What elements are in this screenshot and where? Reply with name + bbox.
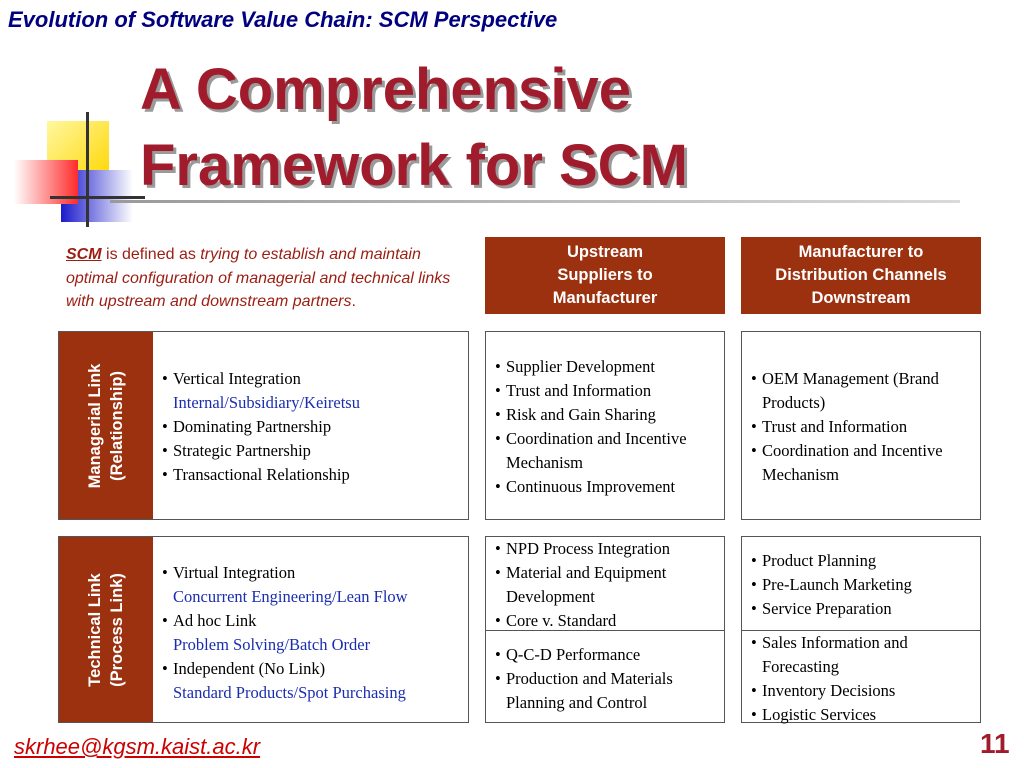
managerial-upstream-list: Supplier Development Trust and Informati… bbox=[495, 355, 720, 499]
list-item: Coordination and Incentive Mechanism bbox=[751, 439, 956, 487]
list-item: Q-C-D Performance bbox=[495, 643, 720, 667]
list-item: Material and Equipment Development bbox=[495, 561, 720, 609]
title-underline bbox=[110, 200, 960, 203]
page-number: 11 bbox=[980, 728, 1010, 759]
technical-upstream-bottom-list: Q-C-D Performance Production and Materia… bbox=[495, 643, 720, 715]
slide-title-line2: Framework for SCM bbox=[140, 133, 688, 198]
list-item-text: Strategic Partnership bbox=[173, 441, 311, 460]
technical-downstream-top-list: Product Planning Pre-Launch Marketing Se… bbox=[751, 549, 976, 621]
list-item: Coordination and Incentive Mechanism bbox=[495, 427, 720, 475]
list-item-sub: Internal/Subsidiary/Keiretsu bbox=[173, 393, 360, 412]
definition-end: . bbox=[351, 293, 356, 310]
list-item-text: Vertical Integration bbox=[173, 369, 301, 388]
row-label-technical: Technical Link(Process Link) bbox=[59, 537, 153, 722]
list-item: Pre-Launch Marketing bbox=[751, 573, 976, 597]
list-item: Supplier Development bbox=[495, 355, 720, 379]
slide-title-line1: A Comprehensive bbox=[140, 57, 631, 122]
list-item-text: Transactional Relationship bbox=[173, 465, 350, 484]
row-label-managerial-line1: Managerial Link bbox=[86, 363, 104, 488]
list-item: Strategic Partnership bbox=[162, 439, 462, 463]
column-header-upstream: Upstream Suppliers to Manufacturer bbox=[485, 237, 725, 314]
technical-upstream-top-list: NPD Process Integration Material and Equ… bbox=[495, 537, 720, 633]
list-item-text: Ad hoc Link bbox=[173, 611, 257, 630]
column-header-downstream-text: Manufacturer to Distribution Channels Do… bbox=[775, 243, 947, 307]
list-item: Product Planning bbox=[751, 549, 976, 573]
list-item: Trust and Information bbox=[751, 415, 956, 439]
list-item: OEM Management (Brand Products) bbox=[751, 367, 956, 415]
decor-vertical-line bbox=[86, 112, 89, 227]
list-item: Independent (No Link) Standard Products/S… bbox=[162, 657, 467, 705]
list-item-sub: Standard Products/Spot Purchasing bbox=[173, 683, 406, 702]
list-item-text: Dominating Partnership bbox=[173, 417, 332, 436]
list-item-sub: Problem Solving/Batch Order bbox=[173, 635, 371, 654]
list-item: Continuous Improvement bbox=[495, 475, 720, 499]
list-item: Sales Information and Forecasting bbox=[751, 631, 976, 679]
managerial-types-list: Vertical IntegrationInternal/Subsidiary/… bbox=[162, 367, 462, 487]
definition-term: SCM bbox=[66, 246, 102, 263]
row-label-technical-line1: Technical Link bbox=[86, 572, 104, 687]
list-item: Dominating Partnership bbox=[162, 415, 462, 439]
row-label-managerial: Managerial Link(Relationship) bbox=[59, 332, 153, 519]
list-item: Production and Materials Planning and Co… bbox=[495, 667, 720, 715]
list-item: Logistic Services bbox=[751, 703, 976, 727]
list-item: NPD Process Integration bbox=[495, 537, 720, 561]
list-item: Risk and Gain Sharing bbox=[495, 403, 720, 427]
definition-italic: trying to establish and maintain optimal… bbox=[66, 246, 451, 310]
scm-definition: SCM is defined as trying to establish an… bbox=[66, 243, 476, 314]
column-header-upstream-text: Upstream Suppliers to Manufacturer bbox=[552, 243, 658, 307]
technical-downstream-bottom-list: Sales Information and Forecasting Invent… bbox=[751, 631, 976, 727]
list-item: Inventory Decisions bbox=[751, 679, 976, 703]
list-item: Service Preparation bbox=[751, 597, 976, 621]
row-label-managerial-line2: (Relationship) bbox=[108, 370, 126, 481]
definition-text: is defined as bbox=[101, 246, 201, 263]
row-label-technical-line2: (Process Link) bbox=[108, 572, 126, 687]
list-item-text: Independent (No Link) bbox=[173, 659, 326, 678]
list-item: Trust and Information bbox=[495, 379, 720, 403]
column-header-downstream: Manufacturer to Distribution Channels Do… bbox=[741, 237, 981, 314]
footer-email-link[interactable]: skrhee@kgsm.kaist.ac.kr bbox=[14, 734, 261, 759]
list-item: Transactional Relationship bbox=[162, 463, 462, 487]
managerial-downstream-list: OEM Management (Brand Products) Trust an… bbox=[751, 367, 956, 487]
list-item-text: Virtual Integration bbox=[173, 563, 296, 582]
decor-horizontal-line bbox=[50, 196, 145, 199]
list-item: Vertical IntegrationInternal/Subsidiary/… bbox=[162, 367, 462, 415]
slide-header-title: Evolution of Software Value Chain: SCM P… bbox=[8, 7, 558, 32]
slide-title: A Comprehensive Framework for SCM bbox=[140, 60, 688, 196]
list-item: Core v. Standard bbox=[495, 609, 720, 633]
list-item-sub: Concurrent Engineering/Lean Flow bbox=[173, 587, 408, 606]
